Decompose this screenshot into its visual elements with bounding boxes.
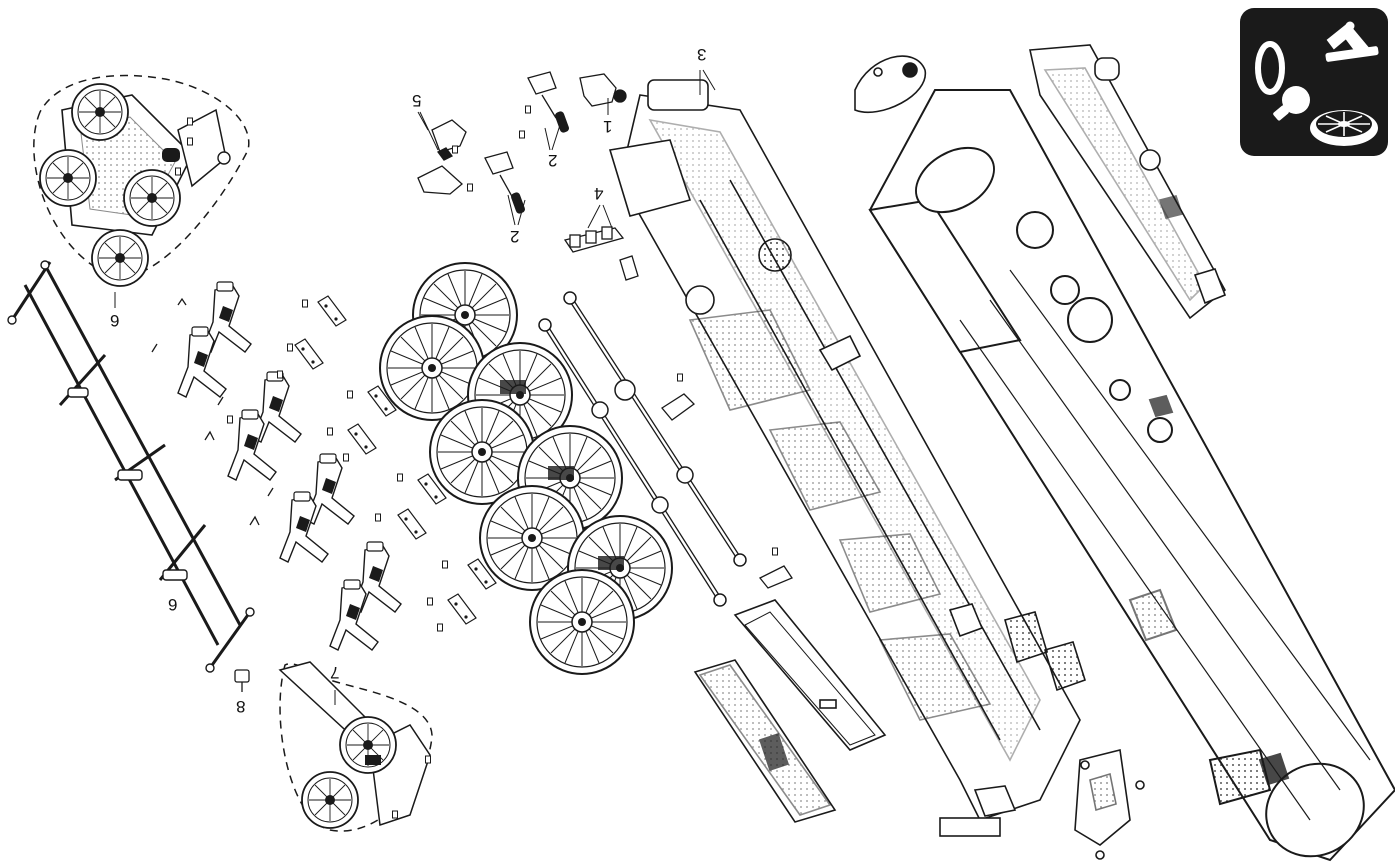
locomotive-chassis (608, 79, 1086, 837)
smokebox-door (854, 55, 926, 113)
callout-5: 5 (412, 91, 422, 110)
wheel-icon (1310, 110, 1378, 146)
callout-1: 1 (603, 117, 613, 136)
callout-4: 4 (594, 184, 604, 203)
side-skirts (693, 599, 887, 823)
brake-hangers (177, 281, 402, 651)
front-truck-wheel (91, 229, 149, 287)
rear-truck-wheel (301, 771, 359, 829)
rear-truck-assembly (278, 661, 433, 832)
small-pins (151, 297, 449, 632)
callout-6-lower: 6 (168, 595, 178, 614)
oil-ring-icon (1255, 41, 1285, 95)
callout-2-upper: 2 (548, 151, 558, 170)
callout-3: 3 (697, 45, 707, 64)
tender-frame (1029, 44, 1227, 320)
driving-wheels (379, 262, 673, 675)
brake-rod-frame (7, 260, 255, 673)
callout-leaders (417, 69, 716, 229)
light-bulb-icon (1273, 86, 1310, 121)
front-truck-wheel (123, 169, 181, 227)
rear-buffer-beam (1074, 749, 1145, 860)
detail-parts (417, 71, 793, 589)
maintenance-icon-badge (1240, 8, 1388, 156)
front-truck-wheel (39, 149, 97, 207)
coupling-rods (538, 291, 747, 607)
callout-2-lower: 2 (510, 227, 520, 246)
lever-arm-icon (1325, 21, 1379, 62)
callout-6-upper: 6 (110, 311, 120, 330)
callout-7: 7 (330, 663, 340, 682)
boiler-shell (868, 89, 1395, 862)
callout-8: 8 (236, 697, 246, 716)
bolt-part (234, 669, 250, 692)
front-truck-assembly (33, 74, 250, 287)
front-truck-wheel (71, 83, 129, 141)
